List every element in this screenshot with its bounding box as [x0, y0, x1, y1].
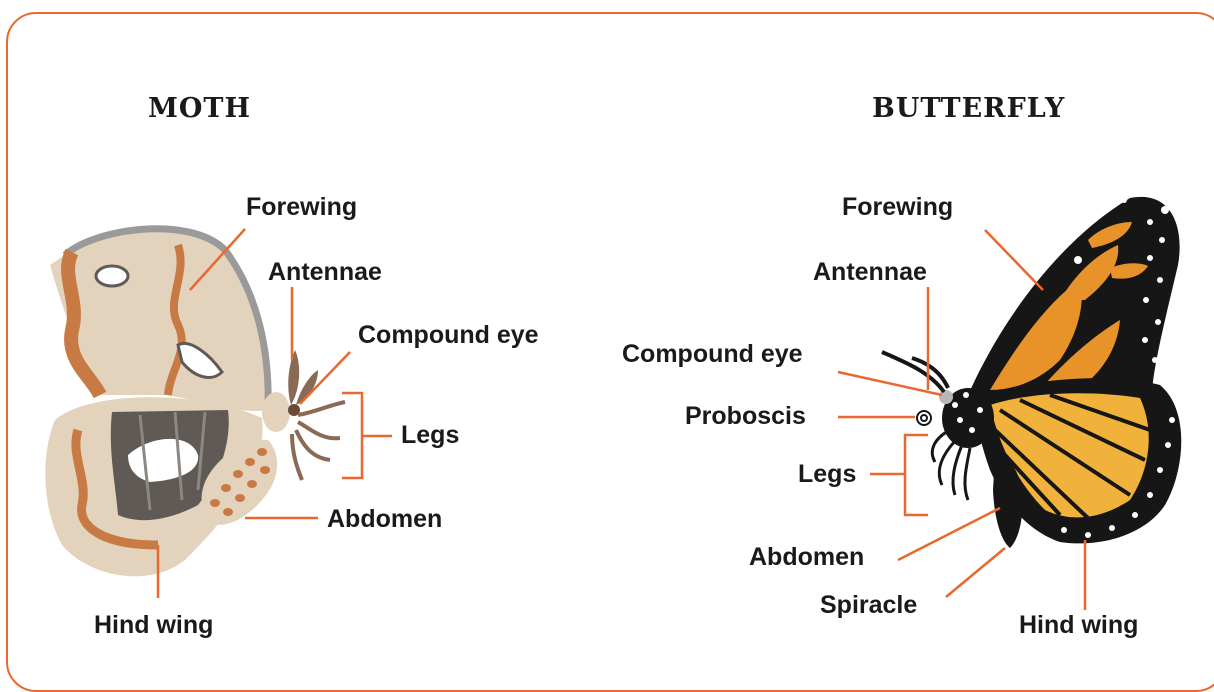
moth-forewing [50, 229, 268, 411]
butterfly-label-abdomen: Abdomen [749, 543, 864, 572]
butterfly-label-compound-eye: Compound eye [622, 340, 803, 369]
moth-label-forewing: Forewing [246, 193, 357, 222]
butterfly-label-proboscis: Proboscis [685, 402, 806, 431]
butterfly-label-hind-wing: Hind wing [1019, 611, 1138, 640]
butterfly-compound-eye [939, 390, 953, 404]
butterfly-title: BUTTERFLY [872, 93, 1065, 124]
butterfly-label-spiracle: Spiracle [820, 591, 917, 620]
moth-legs [292, 402, 345, 480]
butterfly-proboscis [917, 411, 931, 425]
butterfly-antennae [882, 352, 948, 392]
butterfly-label-forewing: Forewing [842, 193, 953, 222]
moth-label-legs: Legs [401, 421, 459, 450]
moth-label-hind-wing: Hind wing [94, 611, 213, 640]
butterfly-label-legs: Legs [798, 460, 856, 489]
butterfly-label-antennae: Antennae [813, 258, 927, 287]
moth-label-compound-eye: Compound eye [358, 321, 539, 350]
moth-label-antennae: Antennae [268, 258, 382, 287]
moth-title: MOTH [148, 93, 251, 124]
moth-thorax [262, 392, 290, 432]
moth-label-abdomen: Abdomen [327, 505, 442, 534]
moth-eyespot-upper [96, 266, 128, 286]
